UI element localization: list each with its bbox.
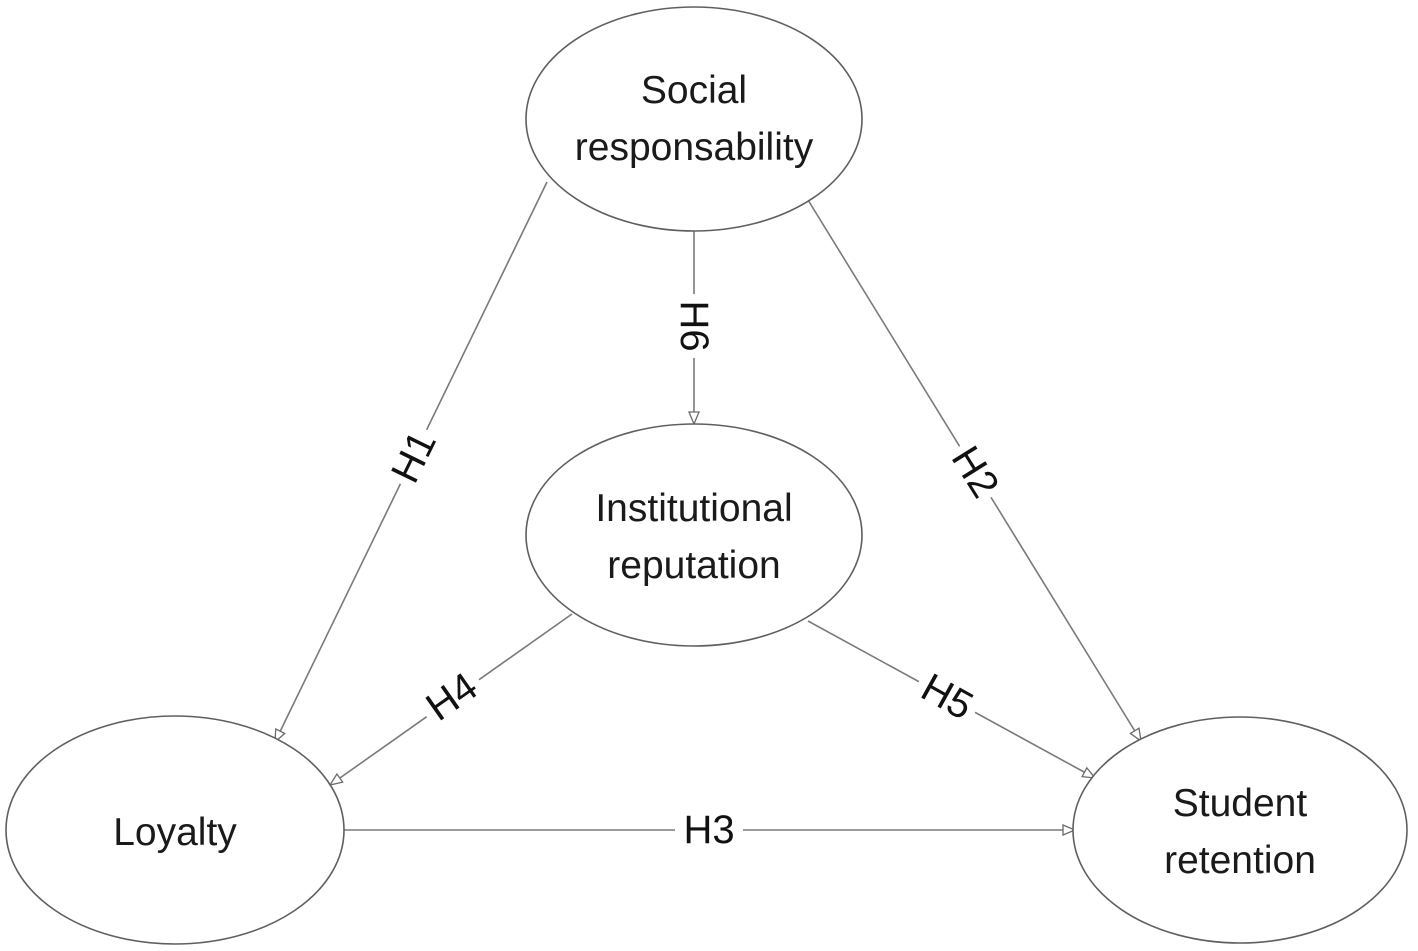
edge-label-h5: H5 (908, 662, 986, 732)
edge-label-h6: H6 (672, 294, 716, 358)
edge-h6-label: H6 (672, 300, 716, 351)
edge-label-h2: H2 (940, 434, 1010, 510)
edge-h2-label: H2 (943, 439, 1007, 506)
node-student-retention-label-line1: Student (1173, 782, 1308, 825)
edge-label-h4: H4 (413, 660, 491, 734)
node-student-retention: Student retention (1072, 716, 1408, 944)
node-social-responsibility: Social responsability (525, 6, 863, 232)
node-loyalty-ellipse (5, 715, 345, 945)
edge-label-h3: H3 (675, 808, 743, 852)
node-institutional-reputation: Institutional reputation (525, 423, 863, 647)
edge-h1-label: H1 (383, 424, 445, 489)
edge-h4-label: H4 (418, 664, 485, 729)
node-student-retention-label-line2: retention (1164, 839, 1316, 882)
node-institutional-reputation-ellipse (525, 423, 863, 647)
node-social-responsibility-label-line1: Social (641, 69, 747, 112)
node-loyalty: Loyalty (5, 715, 345, 945)
node-social-responsibility-ellipse (525, 6, 863, 232)
node-social-responsibility-label-line2: responsability (575, 126, 814, 169)
node-institutional-reputation-label-line2: reputation (607, 544, 780, 587)
node-loyalty-label: Loyalty (113, 811, 237, 854)
node-institutional-reputation-label-line1: Institutional (595, 487, 792, 530)
edge-h3-label: H3 (683, 808, 734, 852)
node-student-retention-ellipse (1072, 716, 1408, 944)
edge-label-h1: H1 (381, 420, 447, 494)
